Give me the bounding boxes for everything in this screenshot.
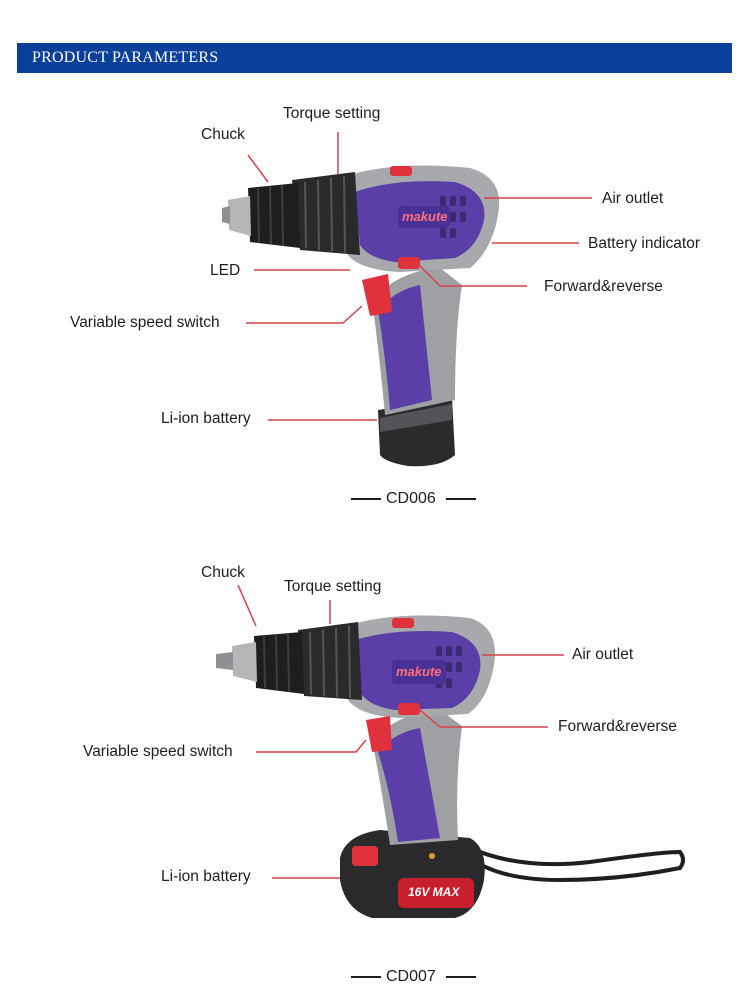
model-name-cd007: CD007 xyxy=(386,968,436,985)
leader-lines-cd007 xyxy=(237,584,564,879)
label-air-outlet-cd006: Air outlet xyxy=(602,190,664,207)
brand-logo-cd006: makute xyxy=(402,209,448,224)
label-led-cd006: LED xyxy=(210,262,241,279)
label-forward-reverse-cd007: Forward&reverse xyxy=(558,718,677,735)
label-variable-speed-switch-cd006: Variable speed switch xyxy=(70,314,220,331)
section-title: PRODUCT PARAMETERS xyxy=(32,49,219,66)
label-li-ion-battery-cd006: Li-ion battery xyxy=(161,410,251,427)
drill-image-cd006 xyxy=(222,165,500,467)
model-name-cd006: CD006 xyxy=(386,490,436,507)
label-battery-indicator-cd006: Battery indicator xyxy=(588,235,700,252)
label-torque-setting-cd006: Torque setting xyxy=(283,105,381,122)
label-li-ion-battery-cd007: Li-ion battery xyxy=(161,868,251,885)
label-chuck-cd007: Chuck xyxy=(201,564,245,581)
model-separators xyxy=(351,498,476,978)
label-chuck-cd006: Chuck xyxy=(201,126,245,143)
drill-image-cd007 xyxy=(216,615,685,918)
label-variable-speed-switch-cd007: Variable speed switch xyxy=(83,743,233,760)
leader-lines-cd006 xyxy=(246,132,592,421)
battery-badge-cd007: 16V MAX xyxy=(408,885,460,899)
label-forward-reverse-cd006: Forward&reverse xyxy=(544,278,663,295)
brand-logo-cd007: makute xyxy=(396,664,442,679)
label-torque-setting-cd007: Torque setting xyxy=(284,578,382,595)
section-header: PRODUCT PARAMETERS xyxy=(17,43,732,73)
label-air-outlet-cd007: Air outlet xyxy=(572,646,634,663)
